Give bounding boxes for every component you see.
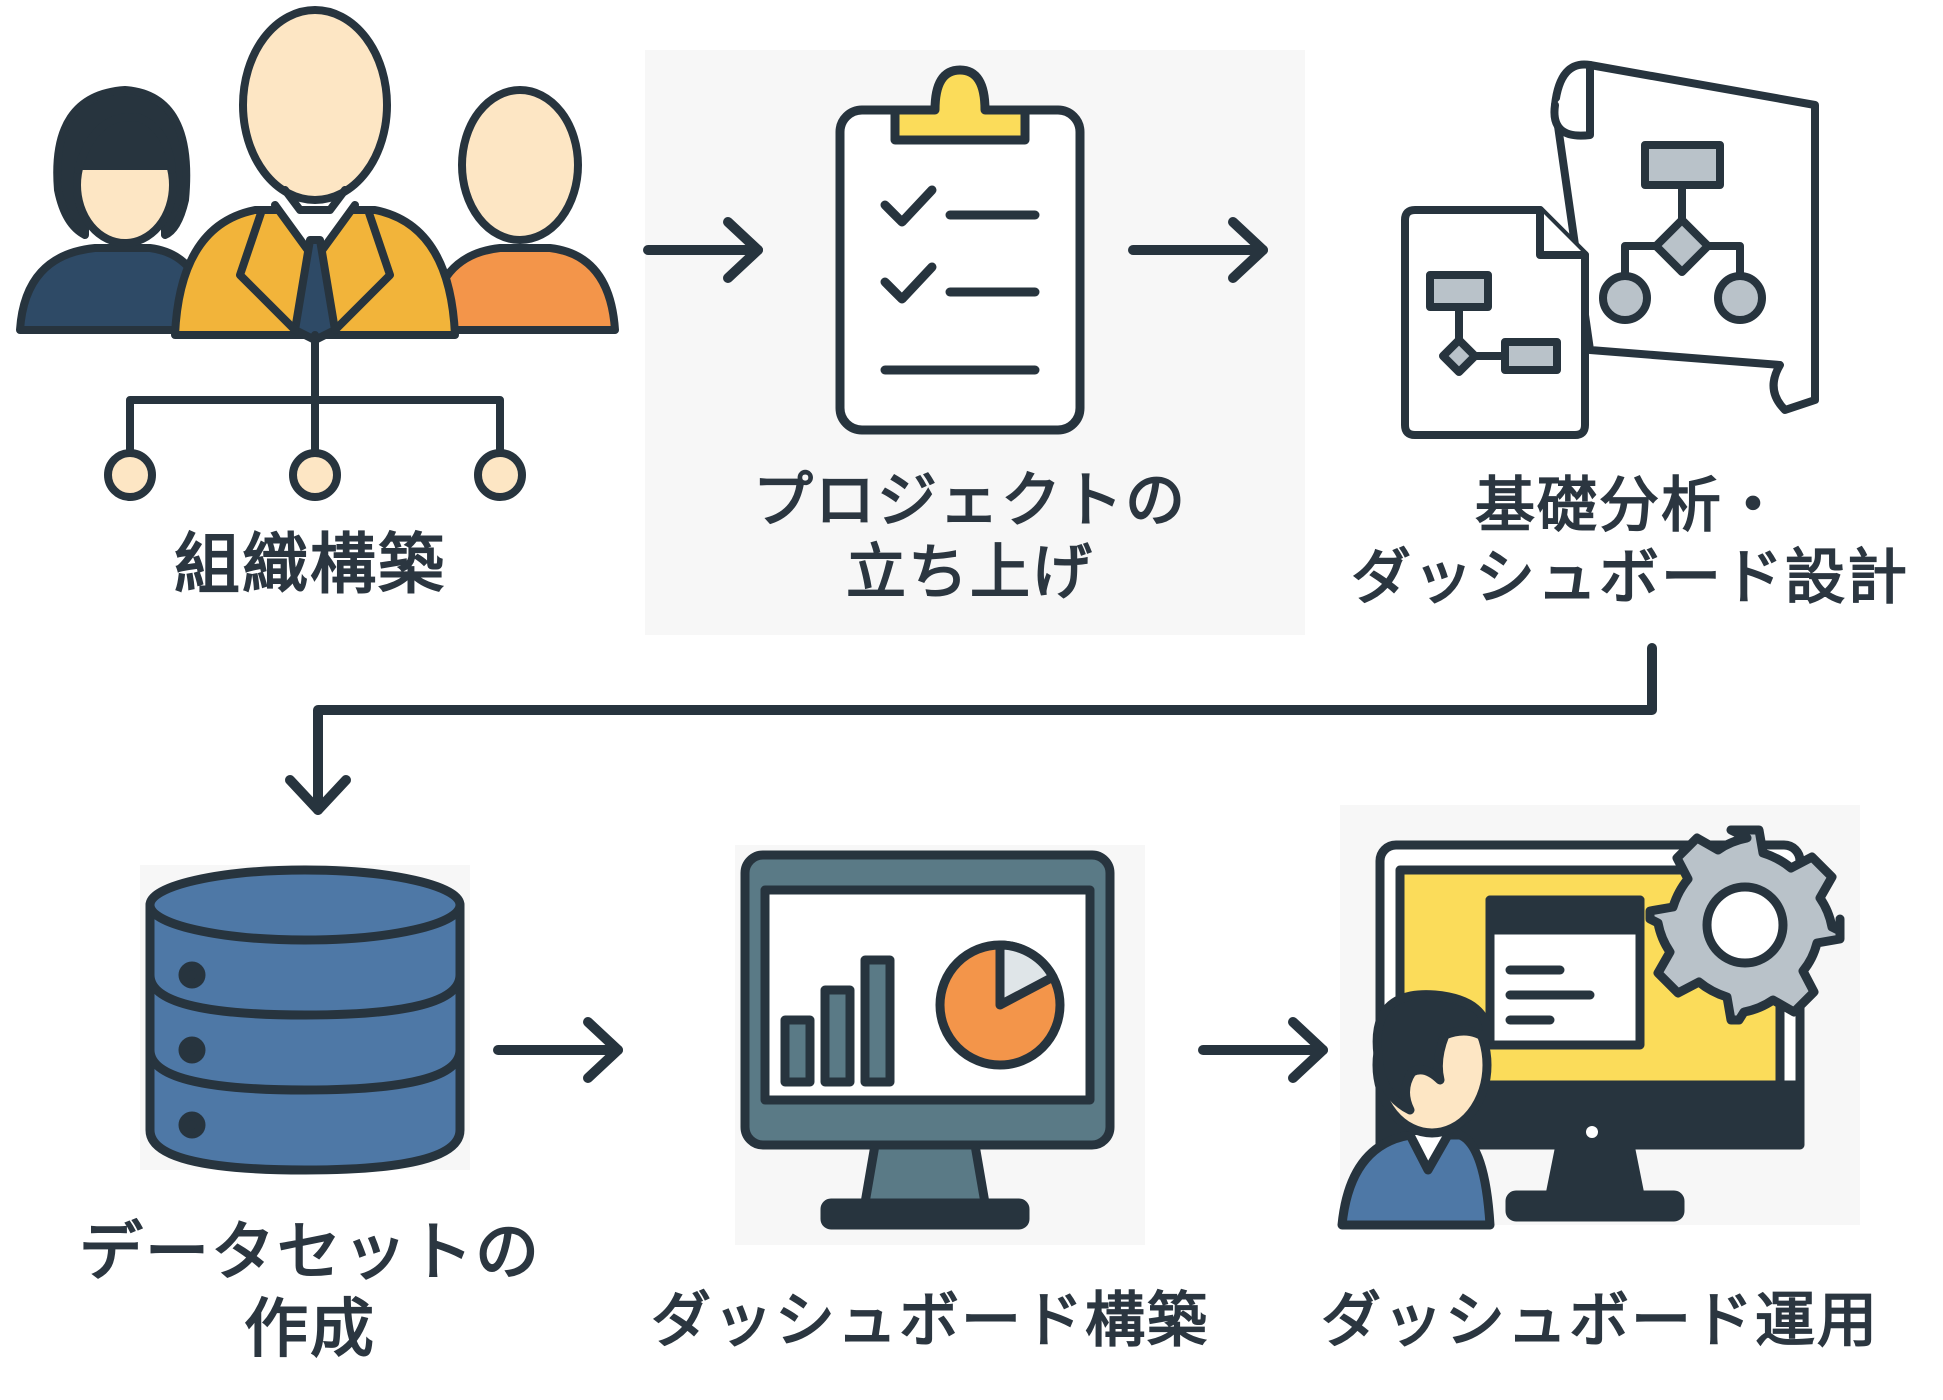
label-project: プロジェクトの 立ち上げ	[700, 465, 1240, 609]
label-dataset-line-2: 作成	[244, 1292, 376, 1367]
label-project-line-1: プロジェクトの	[753, 466, 1187, 536]
label-operate: ダッシュボード運用	[1300, 1285, 1900, 1357]
team-org-icon	[16, 6, 619, 501]
clipboard-checklist-icon	[835, 65, 1085, 435]
database-icon	[145, 865, 465, 1175]
label-build-line-1: ダッシュボード構築	[651, 1286, 1209, 1356]
label-build: ダッシュボード構築	[620, 1285, 1240, 1357]
arrow-org-to-project	[643, 217, 763, 283]
flowchart-docs-icon	[1401, 60, 1819, 439]
operator-gear-monitor-icon	[1337, 825, 1845, 1230]
monitor-charts-icon	[740, 850, 1115, 1230]
label-dataset-line-1: データセットの	[79, 1216, 541, 1290]
label-dataset: データセットの 作成	[30, 1215, 590, 1369]
label-project-line-2: 立ち上げ	[846, 538, 1094, 608]
connector-analysis-to-dataset	[285, 643, 1657, 815]
label-org-line-1: 組織構築	[174, 526, 446, 603]
arrow-build-to-operate	[1198, 1017, 1328, 1083]
arrow-dataset-to-build	[493, 1017, 623, 1083]
label-analysis: 基礎分析・ ダッシュボード設計	[1350, 470, 1910, 614]
label-analysis-line-2: ダッシュボード設計	[1351, 543, 1909, 613]
label-operate-line-1: ダッシュボード運用	[1321, 1286, 1879, 1356]
label-org: 組織構築	[140, 525, 480, 604]
label-analysis-line-1: 基礎分析・	[1475, 471, 1785, 541]
arrow-project-to-analysis	[1128, 217, 1268, 283]
